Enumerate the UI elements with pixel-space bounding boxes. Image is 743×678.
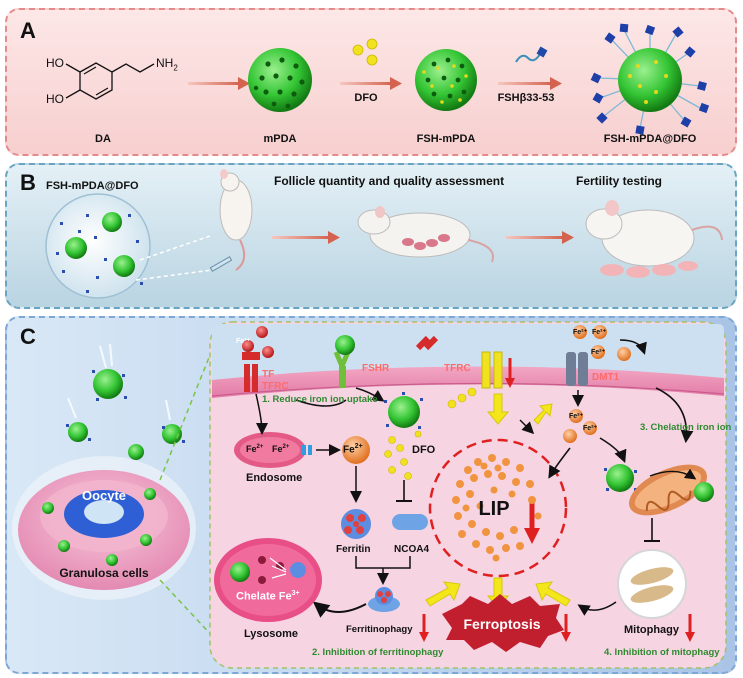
fsh-peptide-icon <box>515 46 548 63</box>
arrow-a2 <box>340 77 402 90</box>
step-2: 2. Inhibition of ferritinophagy <box>312 647 444 658</box>
ferritinophagy-complex <box>368 587 400 612</box>
step-4: 4. Inhibition of mitophagy <box>604 647 720 658</box>
oh-label-2: HO <box>46 92 64 106</box>
ferritinophagy-label: Ferritinophagy <box>346 624 413 635</box>
step-3: 3. Chelation iron ion <box>640 422 732 433</box>
oh-label-1: HO <box>46 56 64 70</box>
follicle <box>12 456 196 600</box>
label-fsh-mpda-dfo: FSH-mPDA@DFO <box>603 133 697 145</box>
dfo-cluster <box>384 430 422 480</box>
fe2-endosome-2: Fe2+ <box>272 444 290 454</box>
lysosome-label: Lysosome <box>244 628 299 640</box>
rat-injection <box>209 169 253 272</box>
label-dfo-arrow: DFO <box>354 92 378 104</box>
endosome <box>234 432 312 468</box>
nanoparticle-bubble <box>45 193 213 299</box>
arrow-a3 <box>498 77 562 90</box>
fe2-endosome-1: Fe2+ <box>246 444 264 454</box>
tf-tfrc-receptor <box>242 352 260 392</box>
endosome-label: Endosome <box>246 472 303 484</box>
tfrc-block-icon <box>415 335 439 351</box>
mitophagy-vesicle <box>617 549 687 619</box>
fshr-label: FSHR <box>362 363 390 374</box>
dmt1-label: DMT1 <box>592 372 620 383</box>
tfrc-label-2: TFRC <box>444 363 471 374</box>
b-title-nanoparticle: FSH-mPDA@DFO <box>46 180 139 192</box>
dfo-molecules <box>352 38 378 66</box>
dfo-label: DFO <box>412 444 436 456</box>
panel-a-label: A <box>20 18 36 43</box>
step-1: 1. Reduce iron ion uptake <box>262 394 378 405</box>
b-title-follicle: Follicle quantity and quality assessment <box>274 174 505 188</box>
mito-nanoparticle <box>694 482 714 502</box>
label-fsh-mpda: FSH-mPDA <box>416 133 476 145</box>
ferritin-label: Ferritin <box>336 544 371 555</box>
down-arrow-tfrc <box>505 358 515 388</box>
oocyte-label: Oocyte <box>81 488 127 503</box>
dmt1-channel <box>566 352 588 386</box>
ferritin-icon <box>341 509 371 539</box>
down-arrow-mitophagy <box>685 614 695 642</box>
falling-nanoparticles <box>66 343 185 460</box>
fe-ion-label-a: Fe³⁺ <box>236 338 251 345</box>
arrow-b1 <box>272 231 340 244</box>
mitophagy-label: Mitophagy <box>624 624 679 636</box>
tf-label: TF <box>262 369 275 380</box>
fe-ion-label-d: Fe²⁺ <box>591 349 606 356</box>
fe-ion-label-b: Fe²⁺ <box>573 329 588 336</box>
fshr-receptor <box>333 335 355 388</box>
yellow-dots-tfrc <box>447 387 477 409</box>
down-arrow-ferroptosis <box>561 614 571 642</box>
granulosa-label: Granulosa cells <box>59 566 149 580</box>
dopamine-structure <box>65 62 155 100</box>
ncoa4-icon <box>392 514 428 530</box>
fe-ion-label-e: Fe²⁺ <box>569 413 584 420</box>
tfrc-label-1: TFRC <box>262 381 289 392</box>
chelate-label: Chelate Fe3+ <box>236 590 300 603</box>
label-fsh-peptide: FSHβ33-53 <box>497 92 555 104</box>
fsh-mpda-sphere <box>415 49 477 111</box>
lysosome <box>214 538 322 622</box>
label-da: DA <box>95 133 111 145</box>
panel-b-label: B <box>20 170 36 195</box>
mouse-follicle <box>357 206 494 263</box>
down-arrow-ferritinophagy <box>419 614 429 642</box>
ferroptosis-burst <box>442 594 564 652</box>
fsh-mpda-dfo-sphere <box>590 23 710 135</box>
fe-ions-top <box>242 325 631 361</box>
fe2-ion <box>342 436 370 464</box>
fe-ion-label-c: Fe²⁺ <box>592 329 607 336</box>
zoom-lines <box>159 339 217 641</box>
fe-ions-right <box>563 409 597 443</box>
nh2-label: NH2 <box>156 56 178 73</box>
lip-pool <box>428 438 568 578</box>
arrow-b2 <box>506 231 574 244</box>
lip-label: LIP <box>478 498 510 520</box>
fe-ion-label-f: Fe²⁺ <box>583 425 598 432</box>
label-mpda: mPDA <box>263 133 297 145</box>
b-title-fertility: Fertility testing <box>576 174 663 188</box>
cell-nanoparticle <box>384 392 423 429</box>
mpda-sphere <box>248 48 312 112</box>
ferroptosis-label: Ferroptosis <box>463 616 541 632</box>
panel-c-label: C <box>20 324 36 349</box>
arrow-a1 <box>188 77 250 90</box>
fe2-free: Fe2+ <box>343 443 363 456</box>
mouse-with-pups <box>585 200 723 278</box>
tfrc-receptor <box>481 351 503 389</box>
ncoa4-label: NCOA4 <box>394 544 430 555</box>
